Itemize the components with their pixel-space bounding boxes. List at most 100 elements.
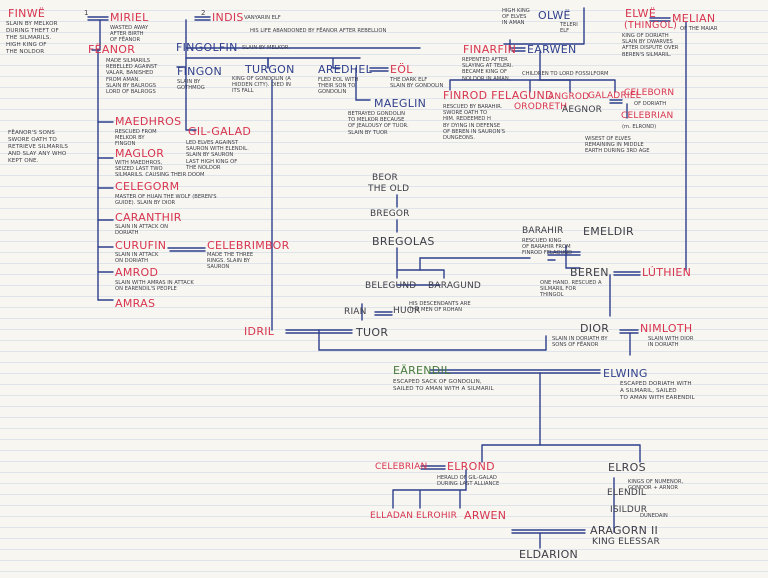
person-celegorm-name: CELEGORM bbox=[115, 180, 180, 193]
person-eldarion-name: ELDARION bbox=[519, 548, 579, 561]
marker-one: 1 bbox=[84, 9, 89, 17]
person-fingon-note: SLAIN BY GOTHMOG bbox=[177, 79, 205, 92]
person-maeglin-note: BETRAYED GONDOLIN TO MELKOR BECAUSE OF J… bbox=[348, 111, 409, 136]
person-celebrimbor-name: CELEBRIMBOR bbox=[207, 239, 290, 252]
person-elrond-note: HERALD OF GIL-GALAD DURING LAST ALLIANCE bbox=[437, 475, 500, 488]
person-elladan-name: ELLADAN bbox=[370, 511, 414, 521]
person-luthien-name: LÚTHIEN bbox=[642, 266, 692, 279]
person-gilgalad-name: GIL-GALAD bbox=[188, 125, 252, 138]
person-elwe-alt: (THINGOL) bbox=[624, 20, 678, 31]
person-feanor-note: MADE SILMARILS REBELLED AGAINST VALAR, B… bbox=[106, 58, 158, 96]
person-aragorn-name: ARAGORN II bbox=[590, 524, 659, 537]
person-beren-note: ONE HAND. RESCUED A SILMARIL FOR THINGOL bbox=[540, 280, 602, 299]
person-orodreth-name: ORODRETH bbox=[514, 102, 568, 112]
person-beor-alt: THE OLD bbox=[368, 184, 410, 194]
person-rian-name: RIAN bbox=[344, 307, 367, 317]
person-celebrian-name: CELEBRIAN bbox=[375, 462, 428, 472]
person-indis-note: VANYARIN ELF bbox=[244, 15, 281, 21]
galadriel-note: WISEST OF ELVES REMAINING IN MIDDLE EART… bbox=[585, 136, 650, 155]
children-note: CHILDREN TO LORD FOSSILFORM bbox=[522, 71, 609, 77]
numenor-note: KINGS OF NUMENOR, GONDOR + ARNOR bbox=[628, 479, 684, 492]
person-maeglin-name: MAEGLIN bbox=[374, 97, 427, 110]
person-nimloth-name: NIMLOTH bbox=[640, 322, 693, 335]
person-maedhros-name: MAEDHROS bbox=[115, 115, 182, 128]
person-indis-name: INDIS bbox=[212, 11, 244, 24]
person-maedhros-note: RESCUED FROM MELKOR BY FINGON bbox=[115, 129, 157, 148]
person-elwe-name: ELWË bbox=[625, 7, 657, 20]
person-miriel-name: MIRIEL bbox=[110, 11, 149, 24]
person-amrod-note: SLAIN WITH AMRAS IN ATTACK ON EARENDIL'S… bbox=[115, 280, 194, 293]
person-belegund-name: BELEGUND bbox=[365, 281, 417, 291]
person-amras-name: AMRAS bbox=[115, 297, 156, 310]
person-finwe-name: FINWË bbox=[8, 7, 46, 20]
person-elwing-name: ELWING bbox=[603, 367, 648, 380]
person-finarfin-name: FINARFIN bbox=[463, 43, 517, 56]
person-dior-note: SLAIN IN DORIATH BY SONS OF FËANOR bbox=[552, 336, 608, 349]
person-olwe-name: OLWË bbox=[538, 9, 571, 22]
person-huor-name: HUOR bbox=[393, 306, 421, 316]
person-earendil-note: ESCAPED SACK OF GONDOLIN, SAILED TO AMAN… bbox=[393, 379, 494, 392]
olwe-side-note: HIGH KING OF ELVES IN AMAN bbox=[502, 8, 530, 27]
person-finrod-name: FINROD FELAGUND bbox=[443, 89, 554, 102]
person-fingolfin-name: FINGOLFIN bbox=[176, 41, 238, 54]
person-earendil-name: EÄRENDIL bbox=[393, 364, 451, 377]
person-caranthir-name: CARANTHIR bbox=[115, 211, 182, 224]
person-finwe-note: SLAIN BY MELKOR DURING THEFT OF THE SILM… bbox=[6, 21, 59, 55]
person-dior-name: DIOR bbox=[580, 322, 610, 335]
person-celeborn-note: OF DORIATH bbox=[634, 101, 667, 107]
person-celebrian-top-alt: (m. ELROND) bbox=[622, 124, 657, 130]
person-caranthir-note: SLAIN IN ATTACK ON DORIATH bbox=[115, 224, 169, 237]
person-curufin-note: SLAIN IN ATTACK ON DORIATH bbox=[115, 252, 159, 265]
person-fingolfin-note: SLAIN BY MELKOR bbox=[242, 45, 289, 51]
person-idril-name: IDRIL bbox=[244, 325, 275, 338]
person-melian-note: OF THE MAIAR bbox=[680, 26, 718, 32]
person-curufin-name: CURUFIN bbox=[115, 239, 167, 252]
person-olwe-note: TELERI ELF bbox=[560, 22, 578, 35]
person-celeborn-name: CELEBORN bbox=[624, 88, 675, 98]
person-beren-name: BEREN bbox=[570, 266, 609, 279]
person-arwen-name: ARWEN bbox=[464, 509, 507, 522]
person-celebrian-top-name: CELEBRIAN bbox=[621, 111, 674, 121]
person-eol-name: EÖL bbox=[390, 63, 413, 76]
person-aegnor-name: AEGNOR bbox=[562, 105, 603, 115]
indis-note: HIS LIFE ABANDONED BY FËANOR AFTER REBEL… bbox=[250, 28, 387, 34]
person-celegorm-note: MASTER OF HUAN THE WOLF (BEREN'S GUIDE).… bbox=[115, 194, 217, 207]
person-celebrimbor-note: MADE THE THREE RINGS. SLAIN BY SAURON bbox=[207, 252, 254, 271]
person-beor-name: BEOR bbox=[372, 173, 398, 183]
person-elrohir-name: ELROHIR bbox=[416, 511, 458, 521]
person-aredhel-note: FLED EOL WITH THEIR SON TO GONDOLIN bbox=[318, 77, 359, 96]
dunedain-note: DUNEDAIN bbox=[640, 513, 668, 519]
person-finarfin-note: REPENTED AFTER SLAYING AT TELERI. BECAME… bbox=[462, 57, 514, 82]
person-turgon-note: KING OF GONDOLIN (A HIDDEN CITY). DIED I… bbox=[232, 76, 291, 95]
person-melian-name: MELIAN bbox=[672, 12, 716, 25]
person-elros-name: ELROS bbox=[608, 461, 646, 474]
person-fingon-name: FINGON bbox=[177, 65, 223, 78]
person-earwen-name: EARWEN bbox=[527, 43, 577, 56]
person-angrod-name: ANGROD bbox=[548, 92, 590, 102]
person-elendil-name: ELENDIL bbox=[607, 488, 647, 498]
marker-two: 2 bbox=[201, 9, 206, 17]
person-eol-note: THE DARK ELF SLAIN BY GONDOLIN bbox=[390, 77, 444, 90]
person-maglor-note: WITH MAEDHROS, SEIZED LAST TWO SILMARILS… bbox=[115, 160, 205, 179]
person-elwing-note: ESCAPED DORIATH WITH A SILMARIL, SAILED … bbox=[620, 381, 695, 401]
person-finrod-note: RESCUED BY BARAHIR. SWORE OATH TO HIM. R… bbox=[443, 104, 506, 142]
person-turgon-name: TURGON bbox=[245, 63, 295, 76]
person-elwe-note: KING OF DORIATH SLAIN BY DWARVES AFTER D… bbox=[622, 33, 679, 58]
person-baragund-name: BARAGUND bbox=[428, 281, 482, 291]
person-galadriel-name: GALADRIEL bbox=[588, 91, 641, 101]
rohan-note: HIS DESCENDANTS ARE THE MEN OF ROHAN bbox=[409, 301, 471, 314]
person-tuor-name: TUOR bbox=[356, 326, 389, 339]
person-amrod-name: AMROD bbox=[115, 266, 159, 279]
person-aragorn-alt: KING ELESSAR bbox=[592, 537, 660, 547]
person-barahir-name: BARAHIR bbox=[522, 226, 564, 236]
person-nimloth-note: SLAIN WITH DIOR IN DORIATH bbox=[648, 336, 694, 349]
feanor-sons-note: FËANOR'S SONS SWORE OATH TO RETRIEVE SIL… bbox=[8, 130, 69, 164]
person-isildur-name: ISILDUR bbox=[610, 505, 648, 515]
person-aredhel-name: AREDHEL bbox=[318, 63, 373, 76]
person-emeldir-name: EMELDIR bbox=[583, 225, 634, 238]
person-feanor-name: FËANOR bbox=[88, 43, 136, 56]
person-gilgalad-note: LED ELVES AGAINST SAURON WITH ELENDIL. S… bbox=[186, 140, 249, 171]
person-elrond-name: ELROND bbox=[447, 460, 495, 473]
